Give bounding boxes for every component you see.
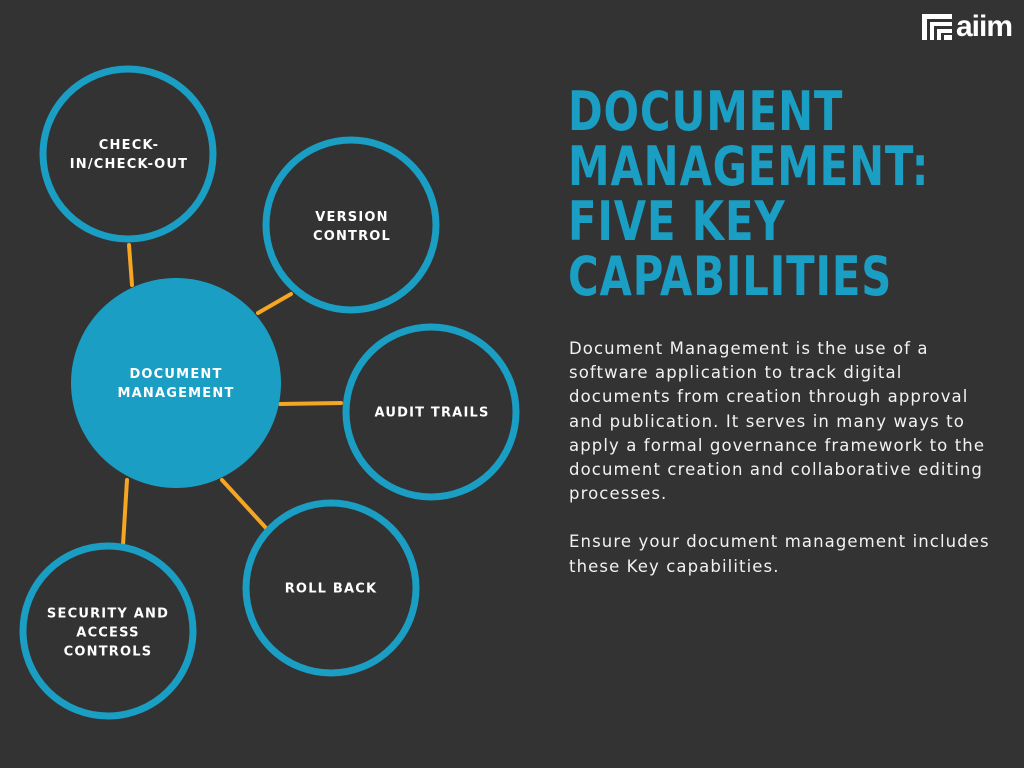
node-label-version-control: VERSION CONTROL xyxy=(312,210,392,244)
center-node-label: DOCUMENT MANAGEMENT xyxy=(117,367,235,401)
page-title: DOCUMENT MANAGEMENT: FIVE KEY CAPABILITI… xyxy=(568,84,946,304)
node-circle-security xyxy=(19,542,197,720)
node-circle-version-control xyxy=(262,136,440,314)
title-line-1: DOCUMENT xyxy=(568,80,844,143)
node-label-check-in-check-out: CHECK- IN/CHECK-OUT xyxy=(69,138,189,172)
node-circle-audit-trails xyxy=(342,323,520,501)
capabilities-diagram xyxy=(19,65,520,720)
title-line-4: CAPABILITIES xyxy=(568,245,893,308)
connector-lines xyxy=(121,243,343,547)
connector-roll-back xyxy=(220,478,268,530)
node-label-security-and-access-controls: SECURITY AND ACCESS CONTROLS xyxy=(46,606,170,660)
node-circle-check-in-check-out xyxy=(39,65,217,243)
aiim-logo-text: aiim xyxy=(956,10,1013,43)
connector-audit-trails xyxy=(278,401,343,406)
title-line-2: MANAGEMENT: xyxy=(568,135,930,198)
connector-check-in xyxy=(127,243,134,287)
description-paragraph-2: Ensure your document management includes… xyxy=(569,532,990,576)
connector-security xyxy=(121,478,129,547)
center-node-circle xyxy=(71,278,281,488)
node-label-roll-back: ROLL BACK xyxy=(284,581,378,597)
description-paragraph-1: Document Management is the use of a soft… xyxy=(569,339,986,504)
connector-version-control xyxy=(256,292,293,315)
node-circle-roll-back xyxy=(242,499,420,677)
aiim-logo-icon xyxy=(922,14,952,40)
node-label-audit-trails: AUDIT TRAILS xyxy=(374,405,490,421)
aiim-logo: aiim xyxy=(922,10,1013,43)
description: Document Management is the use of a soft… xyxy=(569,337,1009,603)
title-line-3: FIVE KEY xyxy=(568,190,786,253)
